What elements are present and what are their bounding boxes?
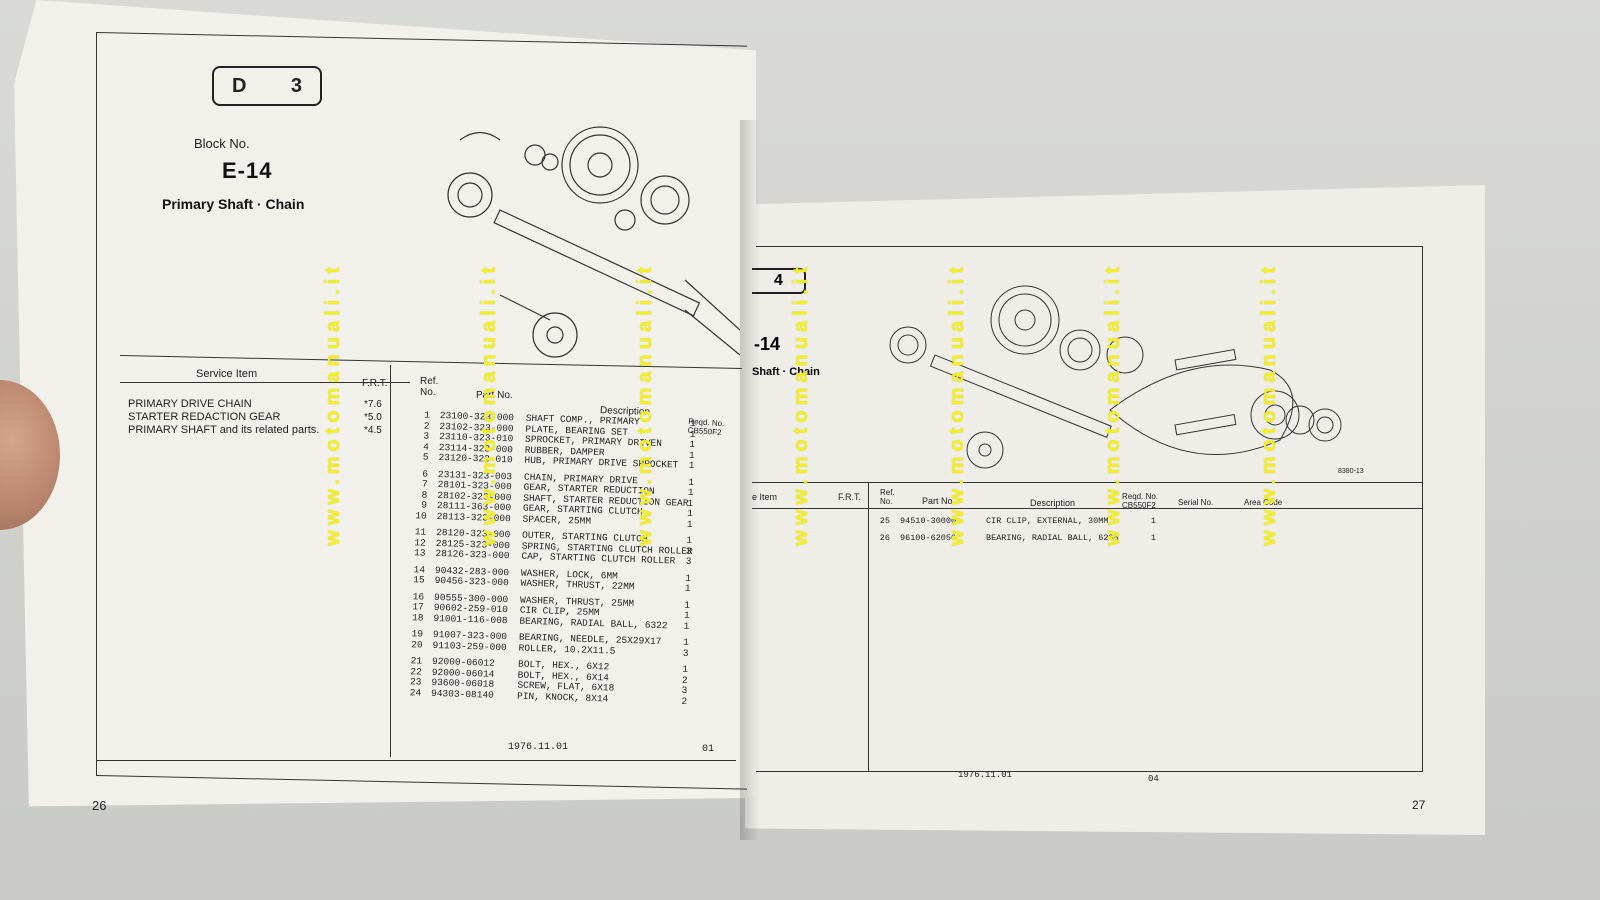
part-qty: 2 (681, 695, 688, 707)
right-part-no-header: Part No. (922, 496, 956, 506)
part-qty: 1 (689, 417, 696, 430)
part-qty: 1 (1150, 516, 1156, 526)
part-description: BEARING, RADIAL BALL, 6205 (986, 532, 1119, 543)
right-table-top-rule (752, 482, 1422, 483)
right-section-tag: 4 (752, 268, 806, 294)
part-ref: 13 (413, 547, 426, 559)
part-qty: 1 (688, 459, 695, 472)
left-exploded-diagram (447, 126, 740, 358)
part-ref: 5 (422, 451, 429, 463)
section-tag-number: 3 (290, 74, 302, 97)
book-gutter-shadow (740, 120, 760, 840)
service-item: PRIMARY DRIVE CHAIN (128, 398, 252, 410)
right-column-divider (868, 482, 869, 772)
part-qty: 1 (1150, 532, 1156, 543)
part-qty: 1 (683, 609, 690, 621)
watermark: www.motomanuali.it (634, 262, 656, 546)
part-qty: 1 (683, 620, 690, 632)
part-ref: 18 (411, 611, 424, 624)
left-page-number: 26 (92, 798, 107, 813)
right-service-item-header: e Item (752, 492, 778, 502)
part-qty: 3 (685, 555, 692, 567)
left-date: 1976.11.01 (508, 742, 569, 753)
frt-value: *5.0 (364, 412, 382, 423)
left-page (14, 0, 756, 807)
right-section-tag-number: 4 (774, 272, 783, 289)
part-ref: 15 (413, 574, 425, 586)
part-qty: 1 (686, 518, 693, 530)
watermark: www.motomanuali.it (322, 262, 344, 546)
part-part-no: 96100-62050 (900, 532, 957, 543)
part-part-no: 94510-30000 (900, 516, 957, 526)
watermark: www.motomanuali.it (1258, 262, 1280, 546)
right-exploded-diagram (889, 285, 1342, 469)
part-ref: 7 (421, 478, 428, 490)
part-ref: 26 (879, 532, 890, 543)
part-ref: 25 (879, 516, 890, 526)
watermark: www.motomanuali.it (478, 262, 500, 546)
service-item-header: Service Item (196, 368, 258, 380)
right-table-header-rule (752, 508, 1422, 509)
right-description-header: Description (1030, 498, 1076, 508)
section-tag-letter: D (232, 74, 247, 97)
part-row: 25 94510-30000 CIR CLIP, EXTERNAL, 30MM 1 (868, 516, 1156, 527)
right-block-title: Shaft · Chain (752, 366, 820, 378)
service-item: PRIMARY SHAFT and its related parts. (128, 424, 320, 436)
watermark: www.motomanuali.it (790, 262, 812, 546)
part-qty: 1 (684, 582, 691, 594)
part-qty: 1 (687, 507, 694, 519)
block-number: E-14 (222, 158, 273, 183)
right-page-frame (752, 246, 1423, 772)
right-serial-header: Serial No. (1178, 498, 1214, 507)
part-ref: 20 (411, 638, 423, 651)
part-ref: 24 (409, 686, 422, 699)
right-revision: 04 (1148, 774, 1159, 784)
part-ref: 10 (415, 509, 427, 522)
frt-header: F.R.T. (362, 378, 388, 389)
right-area-header: Area Code (1244, 498, 1283, 507)
frt-value: *7.6 (364, 399, 382, 410)
part-qty: 1 (689, 438, 696, 451)
part-qty: 1 (682, 636, 690, 648)
part-ref: 3 (423, 430, 430, 442)
watermark: www.motomanuali.it (1102, 262, 1124, 546)
right-block-number: -14 (754, 334, 781, 354)
service-item: STARTER REDACTION GEAR (128, 411, 281, 423)
right-reqd-header: Reqd. No. CB550F2 (1122, 492, 1159, 510)
service-item-list: PRIMARY DRIVE CHAIN STARTER REDACTION GE… (128, 398, 319, 437)
diagram-code: 8380-13 (1338, 468, 1364, 475)
section-tag: D 3 (212, 66, 322, 106)
part-qty: 3 (682, 647, 689, 659)
ref-no-header: Ref. No. (420, 376, 439, 398)
part-qty: 3 (681, 684, 688, 696)
frt-list: *7.6 *5.0 *4.5 (364, 398, 382, 437)
part-ref: 1 (423, 409, 431, 421)
block-label: Block No. (194, 136, 250, 151)
frt-value: *4.5 (364, 425, 382, 436)
part-row: 26 96100-62050 BEARING, RADIAL BALL, 6205 1 (868, 533, 1156, 544)
part-no-header: Part No. (476, 390, 513, 401)
left-table-bottom-rule (96, 760, 736, 761)
right-page-number: 27 (1412, 798, 1426, 812)
left-column-divider (390, 365, 391, 757)
left-revision: 01 (702, 744, 715, 755)
block-title: Primary Shaft · Chain (162, 196, 305, 212)
left-service-header-rule (120, 382, 410, 383)
watermark: www.motomanuali.it (946, 262, 968, 546)
right-date: 1976.11.01 (958, 770, 1013, 780)
part-qty: 1 (682, 663, 689, 675)
right-ref-no-header: Ref. No. (880, 488, 895, 506)
part-description: CIR CLIP, EXTERNAL, 30MM (986, 516, 1109, 526)
right-frt-header: F.R.T. (838, 492, 862, 502)
